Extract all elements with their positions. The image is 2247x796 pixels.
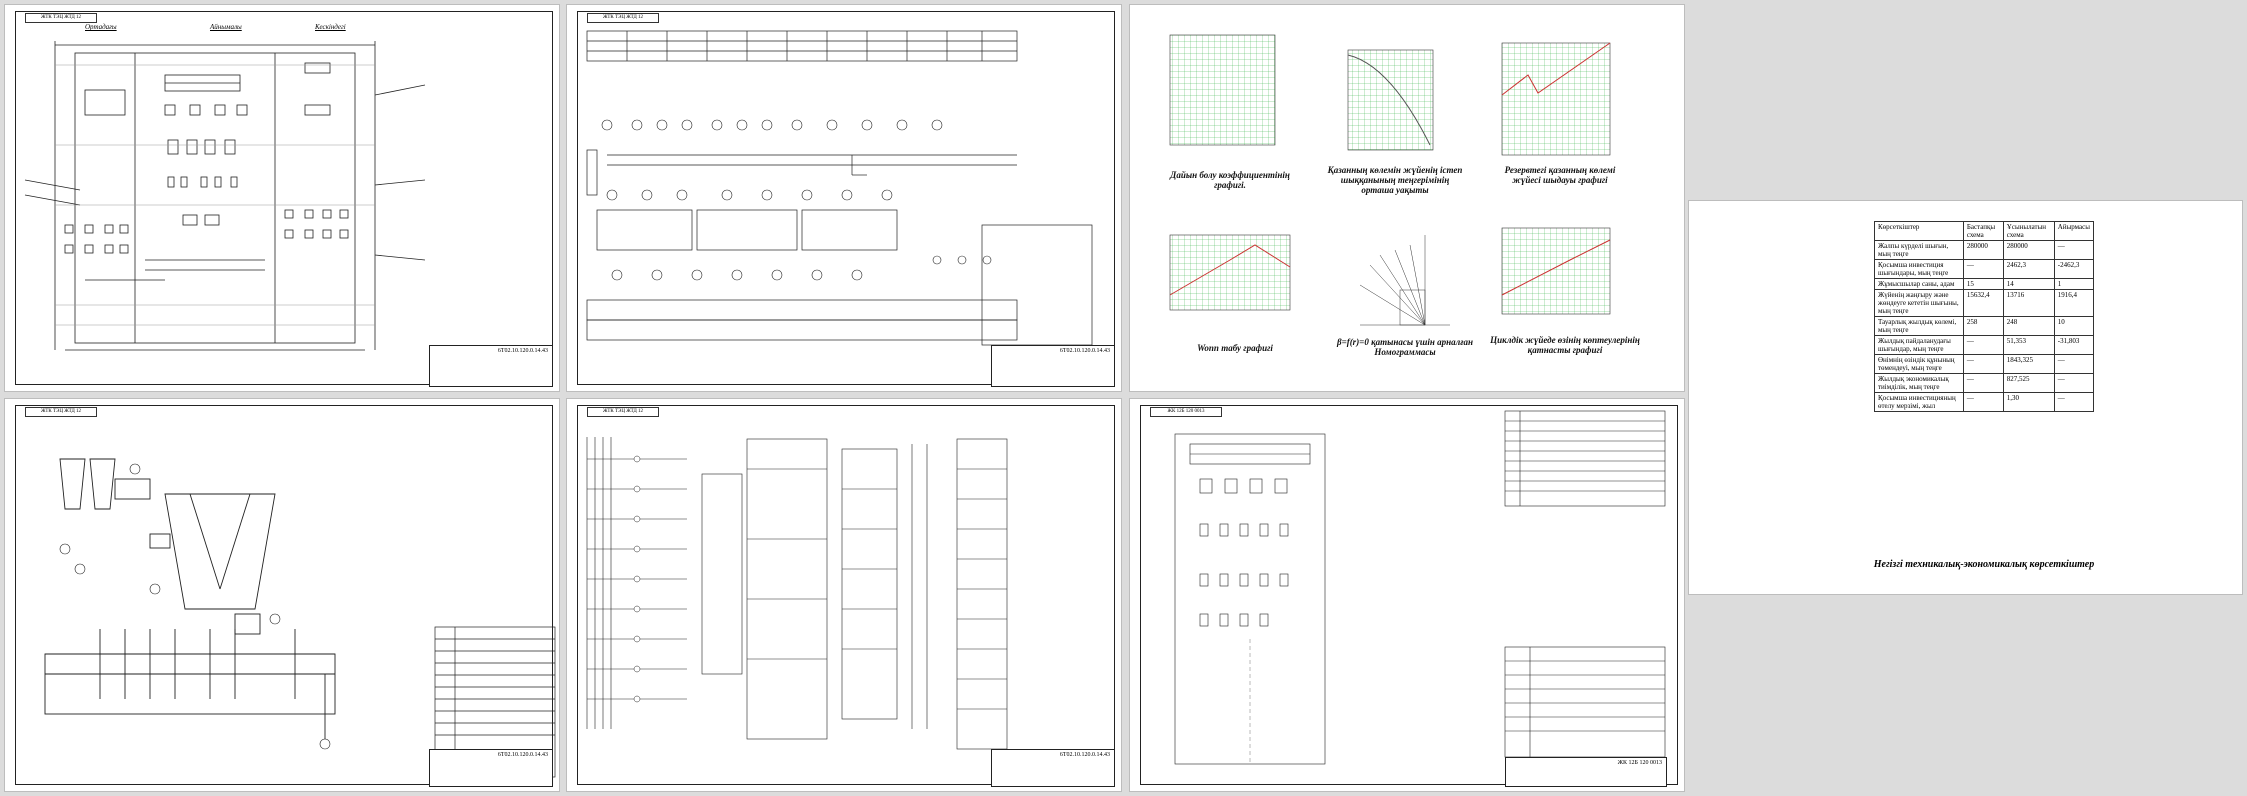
- title-block: 6Т02.10.120.0.14.43: [429, 345, 553, 387]
- table-row: Қосымша инвестицияның өтелу мерзімі, жыл…: [1874, 392, 2095, 412]
- header-cell: Ұсынылатын схема: [2002, 221, 2055, 241]
- cell: 1916,4: [2053, 289, 2095, 317]
- cell: 51,353: [2002, 335, 2055, 355]
- technological-scheme-drawing: [44, 458, 556, 778]
- drawing-code: 6Т02.10.120.0.14.43: [1059, 752, 1110, 758]
- cell: 15632,4: [1962, 289, 2004, 317]
- cell: 280000: [2002, 240, 2055, 260]
- table-row: Жұмысшылар саны, адам 15 14 1: [1874, 278, 2095, 290]
- cell: 1843,325: [2002, 354, 2055, 374]
- cell: 280000: [1962, 240, 2004, 260]
- cell: —: [1962, 259, 2004, 279]
- title-block: 6Т02.10.120.0.14.43: [429, 749, 553, 787]
- drawing-code: 6Т02.10.120.0.14.43: [497, 348, 548, 354]
- drawing-code: ЖК 12Б 120 0013: [1617, 760, 1662, 766]
- cell: —: [2053, 392, 2095, 412]
- graph-title-availability: Дайын болу коэффициентінің графигі.: [1170, 170, 1290, 190]
- automation-scheme-drawing: [586, 30, 1093, 346]
- corner-stamp: ЖТК ТЭЦ ЖТД 12: [587, 13, 659, 23]
- cell: —: [1962, 392, 2004, 412]
- panel-assembly-drawing: [1174, 410, 1666, 765]
- cell: Жылдық экономикалық тиімділік, мың теңге: [1874, 373, 1964, 393]
- cell: Өнімнің өзіндік құнының төмендеуі, мың т…: [1874, 354, 1964, 374]
- graph-title-reserve: Резервтегі қазанның көлемі жүйесі шыдауы…: [1504, 165, 1616, 185]
- graph-title-nomogram: β=f(r)=0 қатынасы үшін арналған Номограм…: [1336, 337, 1474, 357]
- sheet-panel-layout[interactable]: ЖТК ТЭЦ ЖТД 12 Ортадағы Айнымалы Кескінд…: [4, 4, 560, 392]
- cell: —: [1962, 373, 2004, 393]
- corner-stamp: ЖТК ТЭЦ ЖТД 12: [25, 13, 97, 23]
- column-label-right: Кескіндегі: [315, 23, 346, 31]
- table-header-row: Көрсеткіштер Бастапқы схема Ұсынылатын с…: [1874, 221, 2095, 241]
- header-cell: Көрсеткіштер: [1874, 221, 1964, 241]
- cell: Жылдық пайдаланудағы шығындар, мың теңге: [1874, 335, 1964, 355]
- cell: Жұмысшылар саны, адам: [1874, 278, 1964, 290]
- cell: —: [1962, 354, 2004, 374]
- title-block: ЖК 12Б 120 0013: [1505, 757, 1667, 787]
- table-row: Жылдық экономикалық тиімділік, мың теңге…: [1874, 373, 2095, 393]
- drawing-frame: [577, 11, 1115, 385]
- graph-title-cyclic: Циклдік жүйеде өзінің көптеулерінің қатн…: [1490, 335, 1640, 355]
- cell: 258: [1962, 316, 2004, 336]
- sheet-automation-scheme[interactable]: ЖТК ТЭЦ ЖТД 12 6Т02.10.120.0.14.43: [566, 4, 1122, 392]
- graphs-drawing: [1169, 34, 1611, 326]
- cell: 13716: [2002, 289, 2055, 317]
- header-cell: Бастапқы схема: [1962, 221, 2004, 241]
- sheet-indicators[interactable]: Көрсеткіштер Бастапқы схема Ұсынылатын с…: [1688, 200, 2243, 595]
- drawing-code: 6Т02.10.120.0.14.43: [497, 752, 548, 758]
- sheet-technological-scheme[interactable]: ЖТК ТЭЦ ЖТД 12 6Т02.10.120.0.14.43: [4, 398, 560, 792]
- cell: 1,30: [2002, 392, 2055, 412]
- cell: -2462,3: [2053, 259, 2095, 279]
- column-label-mid: Айнымалы: [210, 23, 242, 31]
- drawing-frame: [577, 405, 1115, 785]
- drawing-frame: [15, 405, 553, 785]
- title-block: 6Т02.10.120.0.14.43: [991, 345, 1115, 387]
- column-label-left: Ортадағы: [85, 23, 117, 31]
- indicators-table: Көрсеткіштер Бастапқы схема Ұсынылатын с…: [1874, 221, 2095, 412]
- table-row: Қосымша инвестиция шығындары, мың теңге …: [1874, 259, 2095, 279]
- cell: 14: [2002, 278, 2055, 290]
- cell: -31,803: [2053, 335, 2095, 355]
- panel-layout-drawing: [24, 41, 426, 351]
- cell: Қосымша инвестиция шығындары, мың теңге: [1874, 259, 1964, 279]
- sheet-wiring-diagram[interactable]: ЖТК ТЭЦ ЖТД 12 6Т02.10.120.0.14.43: [566, 398, 1122, 792]
- corner-stamp: ЖТК ТЭЦ ЖТД 12: [25, 407, 97, 417]
- sheet-reliability-graphs[interactable]: Дайын болу коэффициентінің графигі. Қаза…: [1129, 4, 1685, 392]
- cell: 1: [2053, 278, 2095, 290]
- cell: —: [2053, 240, 2095, 260]
- corner-stamp: ЖК 12Б 120 0013: [1150, 407, 1222, 417]
- cell: Қосымша инвестицияның өтелу мерзімі, жыл: [1874, 392, 1964, 412]
- cell: Тауарлық жылдық көлемі, мың теңге: [1874, 316, 1964, 336]
- table-row: Жүйенің жаңғыру және жөндеуге кететін шы…: [1874, 289, 2095, 317]
- drawing-code: 6Т02.10.120.0.14.43: [1059, 348, 1110, 354]
- cell: 2462,3: [2002, 259, 2055, 279]
- table-row: Жалпы күрделі шығын, мың теңге 280000 28…: [1874, 240, 2095, 260]
- drawing-frame: [15, 11, 553, 385]
- cell: 827,525: [2002, 373, 2055, 393]
- cell: Жүйенің жаңғыру және жөндеуге кететін шы…: [1874, 289, 1964, 317]
- corner-stamp: ЖТК ТЭЦ ЖТД 12: [587, 407, 659, 417]
- cell: —: [2053, 354, 2095, 374]
- title-block: 6Т02.10.120.0.14.43: [991, 749, 1115, 787]
- cell: —: [1962, 335, 2004, 355]
- cell: 248: [2002, 316, 2055, 336]
- table-row: Тауарлық жылдық көлемі, мың теңге 258 24…: [1874, 316, 2095, 336]
- cell: —: [2053, 373, 2095, 393]
- header-cell: Айырмасы: [2053, 221, 2095, 241]
- graph-title-wonn: Wonn табу графигі: [1197, 343, 1273, 353]
- cell: Жалпы күрделі шығын, мың теңге: [1874, 240, 1964, 260]
- cell: 15: [1962, 278, 2004, 290]
- indicators-caption: Негізгі техникалық-экономикалық көрсеткі…: [1873, 559, 2095, 570]
- cell: 10: [2053, 316, 2095, 336]
- graph-title-boiler-mtbf: Қазанның көлемін жүйенің істеп шыққаныны…: [1327, 165, 1463, 195]
- table-row: Өнімнің өзіндік құнының төмендеуі, мың т…: [1874, 354, 2095, 374]
- wiring-diagram-drawing: [586, 437, 1008, 750]
- drawing-frame: [1140, 405, 1678, 785]
- sheet-panel-assembly[interactable]: ЖК 12Б 120 0013 ЖК 12Б 120 0013: [1129, 398, 1685, 792]
- table-row: Жылдық пайдаланудағы шығындар, мың теңге…: [1874, 335, 2095, 355]
